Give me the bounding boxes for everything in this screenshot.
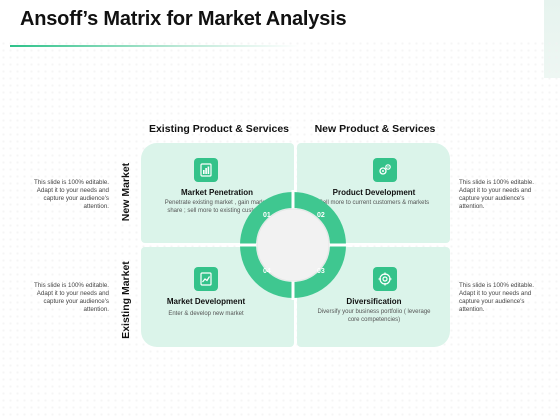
row-header-existing-market: Existing Market: [120, 261, 132, 339]
document-chart-icon: [194, 158, 218, 182]
quadrant-title: Market Penetration: [180, 188, 254, 197]
quadrant-description: Enter & develop new market: [168, 311, 244, 317]
quadrant-title: Product Development: [332, 188, 416, 197]
quadrant-diversification: Diversification Diversify your business …: [297, 247, 450, 347]
gears-icon: [373, 158, 397, 182]
quadrant-title: Market Development: [166, 297, 246, 306]
quadrant-market-penetration: Market Penetration Penetrate existing ma…: [141, 143, 294, 243]
quadrant-title: Diversification: [346, 297, 402, 306]
target-icon: [373, 267, 397, 291]
quadrant-number-04: 04: [263, 268, 271, 275]
page-title: Ansoff’s Matrix for Market Analysis: [20, 8, 347, 30]
title-underline: [10, 45, 300, 47]
quadrant-number-01: 01: [263, 212, 271, 219]
ring-center: [256, 208, 330, 282]
side-note-right-bottom: This slide is 100% editable. Adapt it to…: [459, 282, 534, 313]
column-header-existing-product: Existing Product & Services: [148, 123, 290, 135]
chart-report-icon: [194, 267, 218, 291]
quadrant-number-03: 03: [317, 268, 325, 275]
column-header-new-product: New Product & Services: [314, 123, 436, 135]
quadrant-description: Penetrate existing market , gain market …: [164, 200, 270, 214]
side-note-right-top: This slide is 100% editable. Adapt it to…: [459, 179, 534, 210]
side-note-left-bottom: This slide is 100% editable. Adapt it to…: [34, 282, 109, 313]
quadrant-number-02: 02: [317, 212, 325, 219]
center-ring: [238, 190, 348, 300]
quadrant-description: Sell more to current customers & markets: [318, 200, 430, 206]
quadrant-description: Diversify your business portfolio ( leve…: [317, 309, 431, 323]
row-header-new-market: New Market: [120, 162, 132, 222]
side-note-left-top: This slide is 100% editable. Adapt it to…: [34, 179, 109, 210]
